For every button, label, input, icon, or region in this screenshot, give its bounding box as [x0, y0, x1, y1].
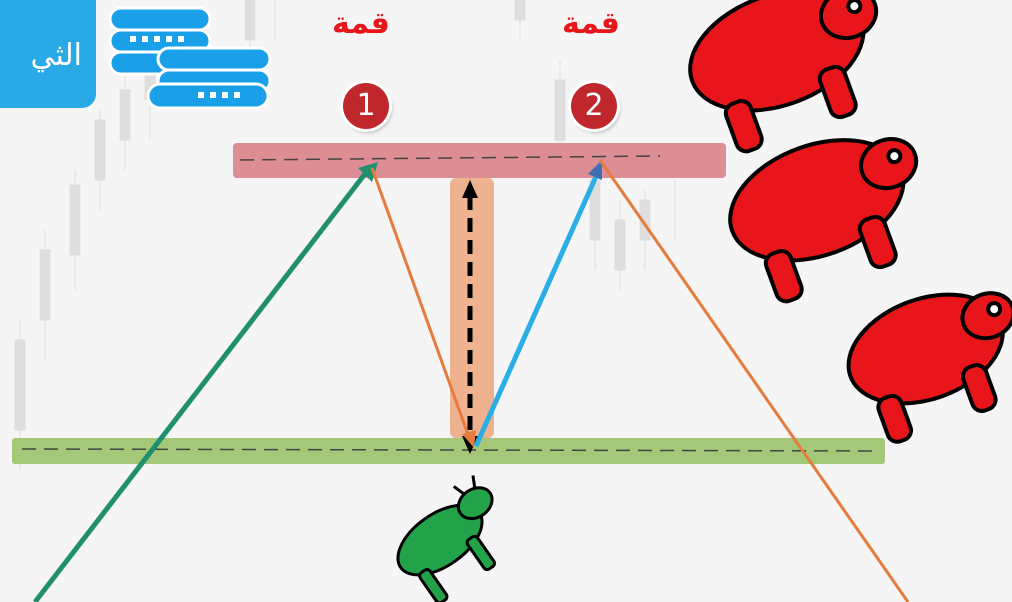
up-line-2 [476, 172, 598, 446]
bull-icon [380, 472, 525, 602]
peak-2-label: قمة [562, 6, 620, 41]
side-tab[interactable]: الثي [0, 0, 96, 108]
resistance-zone [233, 143, 726, 178]
bear-icon [673, 0, 907, 161]
uptrend-line [35, 170, 368, 602]
side-tab-label: الثي [30, 38, 82, 73]
peak-2-badge: 2 [571, 83, 617, 129]
bear-icon [833, 269, 1012, 449]
peak-1-label: قمة [332, 6, 390, 41]
peak-1-badge: 1 [343, 83, 389, 129]
